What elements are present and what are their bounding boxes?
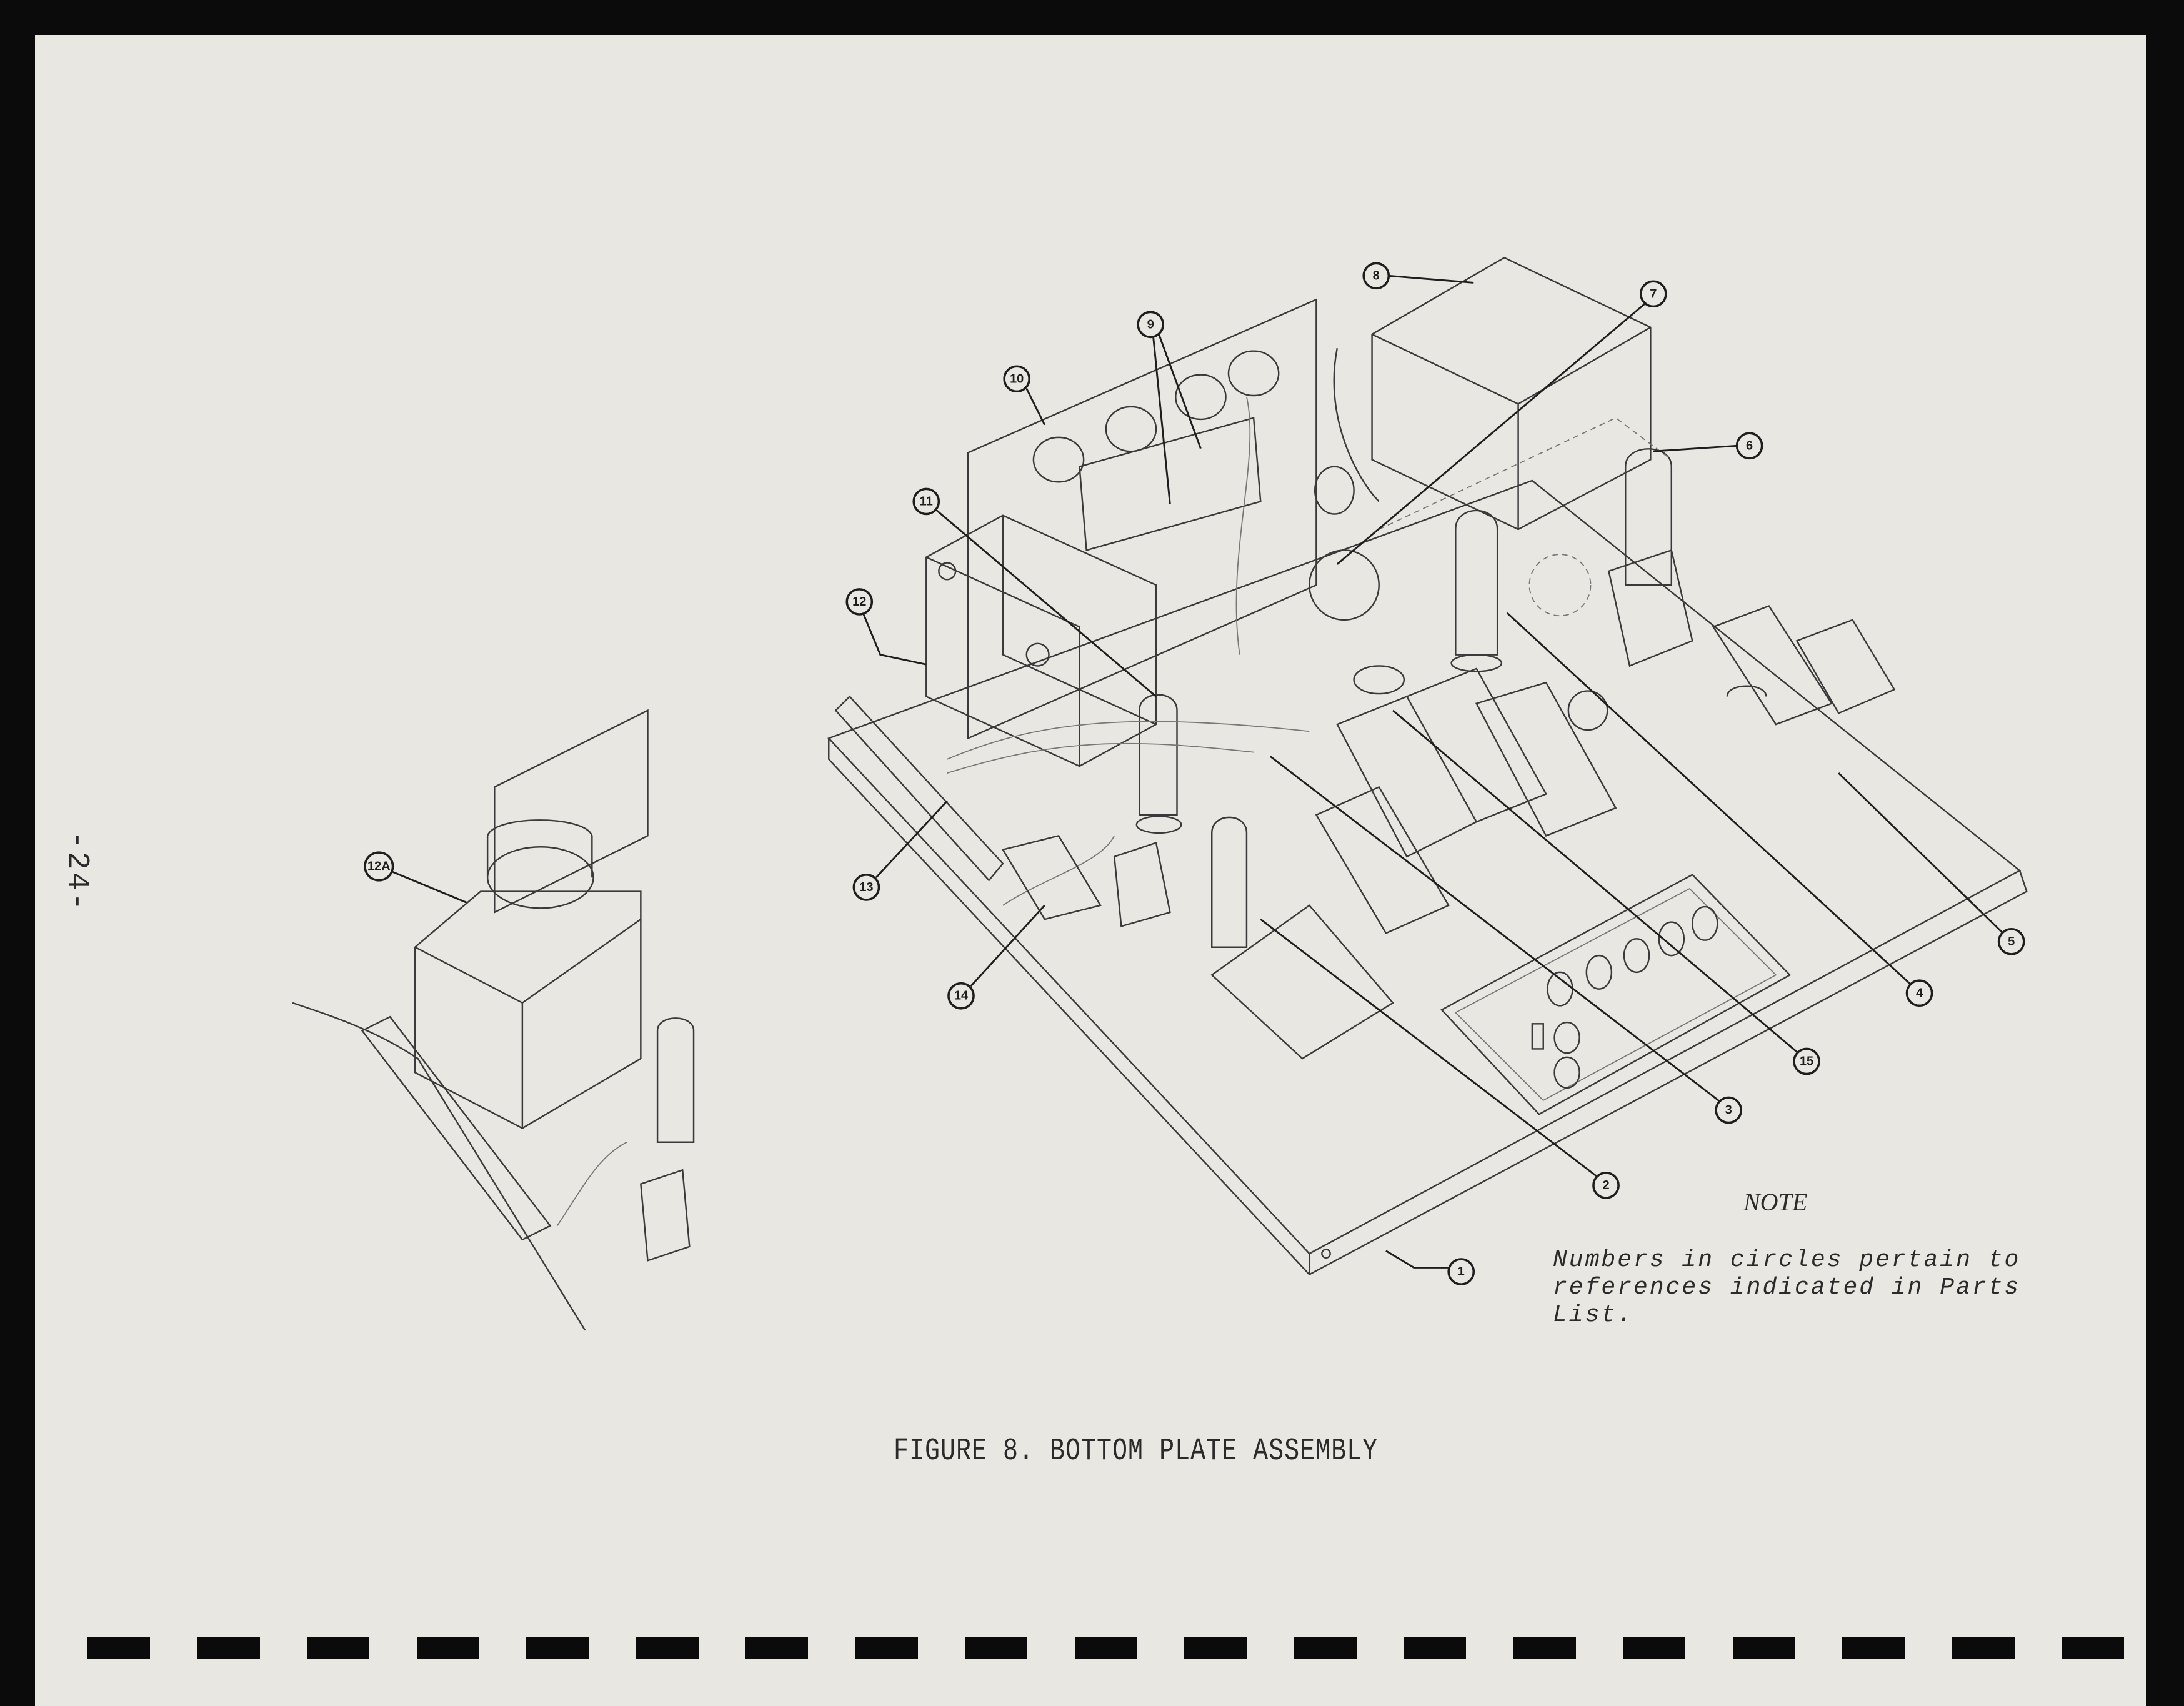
callout-10: 10 xyxy=(1003,365,1046,426)
callout-6: 6 xyxy=(1653,432,1763,460)
callout-12a: 12A xyxy=(364,851,467,904)
callout-5: 5 xyxy=(1838,772,2025,955)
figure-caption: FIGURE 8. BOTTOM PLATE ASSEMBLY xyxy=(894,1434,1379,1470)
note-line: List. xyxy=(1553,1302,1634,1329)
note-line: Numbers in circles pertain to xyxy=(1553,1247,2021,1274)
binding-hole xyxy=(1184,1637,1247,1659)
output-transformer xyxy=(925,514,1157,767)
vacuum-tubes xyxy=(1135,448,1767,948)
svg-text:1: 1 xyxy=(1458,1265,1465,1279)
binding-hole xyxy=(526,1637,589,1659)
svg-text:14: 14 xyxy=(954,989,969,1003)
binding-hole xyxy=(1074,1637,1137,1659)
callout-15: 15 xyxy=(1392,709,1820,1075)
callout-11: 11 xyxy=(912,487,1157,697)
svg-text:4: 4 xyxy=(1916,986,1923,1000)
wiring xyxy=(834,397,1672,920)
binding-hole xyxy=(416,1637,479,1659)
binding-hole xyxy=(1404,1637,1466,1659)
callout-8: 8 xyxy=(1362,262,1474,290)
note-title: NOTE xyxy=(1743,1188,1808,1216)
svg-text:2: 2 xyxy=(1602,1179,1609,1192)
chassis-plate xyxy=(827,479,2028,1276)
binding-hole xyxy=(307,1637,369,1659)
callout-4: 4 xyxy=(1506,612,1933,1007)
front-panel xyxy=(1440,874,1792,1115)
capacitors xyxy=(1079,417,1896,1060)
svg-text:10: 10 xyxy=(1010,372,1024,386)
svg-text:5: 5 xyxy=(2008,935,2015,949)
binding-hole xyxy=(965,1637,1027,1659)
binding-hole xyxy=(636,1637,699,1659)
svg-text:13: 13 xyxy=(859,880,873,894)
svg-text:3: 3 xyxy=(1725,1104,1732,1117)
binding-hole xyxy=(1732,1637,1795,1659)
svg-text:8: 8 xyxy=(1373,269,1380,282)
svg-text:12: 12 xyxy=(852,595,866,609)
svg-text:6: 6 xyxy=(1746,439,1753,452)
svg-text:7: 7 xyxy=(1650,287,1657,301)
binding-hole xyxy=(1842,1637,1905,1659)
binding-hole xyxy=(1952,1637,2015,1659)
callout-1: 1 xyxy=(1385,1250,1475,1285)
page-number: -24- xyxy=(60,831,94,914)
note-line: references indicated in Parts xyxy=(1553,1274,2021,1301)
power-transformer xyxy=(1314,256,1652,531)
binding-hole xyxy=(1294,1637,1357,1659)
binding-hole xyxy=(745,1637,808,1659)
rear-panel xyxy=(967,298,1317,740)
svg-text:15: 15 xyxy=(1800,1054,1813,1068)
callout-14: 14 xyxy=(947,904,1045,1010)
note-body: Numbers in circles pertain to references… xyxy=(1553,1247,2040,1329)
binding-hole xyxy=(1513,1637,1576,1659)
callout-3: 3 xyxy=(1269,756,1743,1124)
binding-hole xyxy=(87,1637,150,1659)
callout-7: 7 xyxy=(1336,280,1667,565)
binding-hole xyxy=(2062,1637,2124,1659)
binding-hole xyxy=(1623,1637,1685,1659)
callout-9: 9 xyxy=(1137,311,1202,505)
svg-text:12A: 12A xyxy=(367,859,391,873)
svg-text:9: 9 xyxy=(1147,317,1154,331)
svg-text:11: 11 xyxy=(920,494,933,508)
binding-hole xyxy=(197,1637,260,1659)
inset-detail-drawing xyxy=(292,709,695,1331)
binding-hole xyxy=(855,1637,918,1659)
callout-13: 13 xyxy=(852,800,948,901)
callout-2: 2 xyxy=(1260,918,1620,1199)
callout-12: 12 xyxy=(845,588,927,666)
